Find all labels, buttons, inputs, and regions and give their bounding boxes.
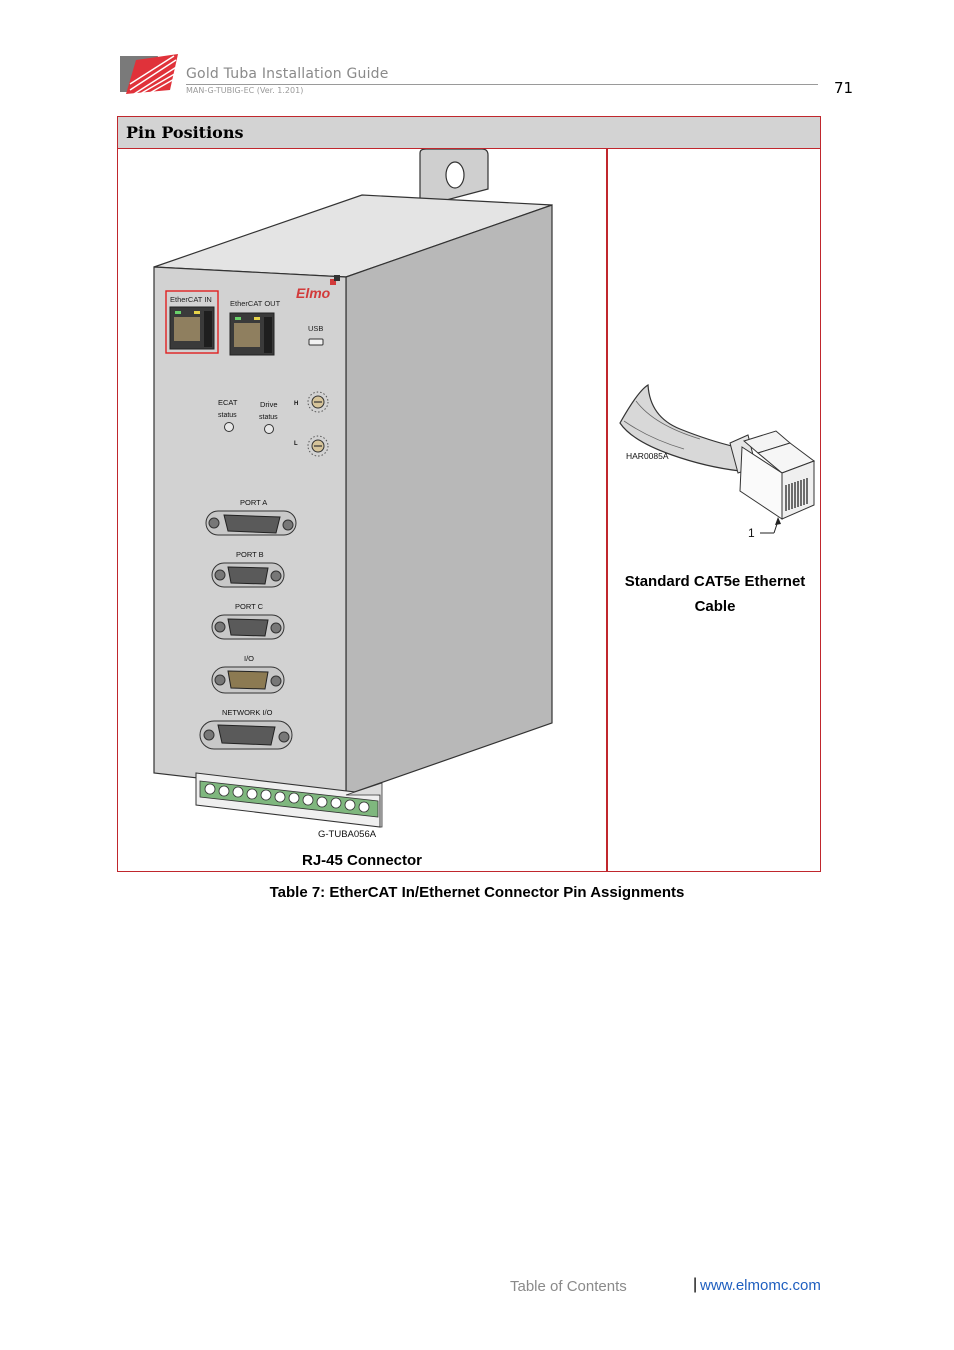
- elmo-logo-icon: [120, 54, 179, 95]
- header-rule: [186, 84, 818, 85]
- ecat-status-sub-label: status: [218, 412, 237, 419]
- drive-status-label: Drive: [260, 400, 278, 409]
- drive-figure-id: G-TUBA056A: [318, 829, 377, 839]
- footer-separator: |: [693, 1276, 698, 1293]
- drive-status-sub-label: status: [259, 414, 278, 421]
- document-title: Gold Tuba Installation Guide: [186, 66, 389, 82]
- io-label: I/O: [244, 654, 254, 663]
- ethercat-out-label: EtherCAT OUT: [230, 299, 281, 308]
- pin-positions-table: Pin Positions EtherCAT IN EtherCAT: [117, 116, 821, 872]
- port-c-label: PORT C: [235, 602, 264, 611]
- port-a-connector: [205, 510, 297, 536]
- table-of-contents-link[interactable]: Table of Contents: [510, 1278, 627, 1295]
- switch-h-label: H: [294, 401, 298, 407]
- table-caption: Table 7: EtherCAT In/Ethernet Connector …: [269, 884, 685, 901]
- cable-figure-id: HAR0085A: [626, 451, 669, 461]
- port-b-connector: [211, 562, 285, 588]
- ecat-status-label: ECAT: [218, 398, 238, 407]
- network-io-label: NETWORK I/O: [222, 708, 273, 717]
- network-io-connector: [199, 720, 293, 750]
- website-link[interactable]: www.elmomc.com: [700, 1277, 821, 1294]
- rj45-connector-caption: RJ-45 Connector: [301, 852, 423, 869]
- switch-l-label: L: [294, 441, 298, 447]
- port-c-connector: [211, 614, 285, 640]
- port-a-label: PORT A: [240, 498, 267, 507]
- table-header-label: Pin Positions: [126, 123, 244, 142]
- elmo-brand: Elmo: [296, 285, 331, 301]
- drive-illustration: EtherCAT IN EtherCAT OUT Elmo USB ECAT s…: [153, 149, 553, 839]
- table-header-row: Pin Positions: [118, 117, 820, 149]
- cat5e-cable-caption: Standard CAT5e Ethernet Cable: [624, 573, 806, 615]
- io-connector: [211, 666, 285, 694]
- column-divider: [606, 148, 608, 871]
- pin-1-label: 1: [748, 526, 755, 540]
- port-b-label: PORT B: [236, 550, 264, 559]
- ethernet-cable-illustration: 1 HAR0085A: [619, 383, 816, 540]
- ethercat-in-label: EtherCAT IN: [170, 295, 212, 304]
- page-number: 71: [834, 79, 854, 97]
- usb-label: USB: [308, 324, 323, 333]
- document-code: MAN-G-TUBIG-EC (Ver. 1.201): [186, 86, 304, 95]
